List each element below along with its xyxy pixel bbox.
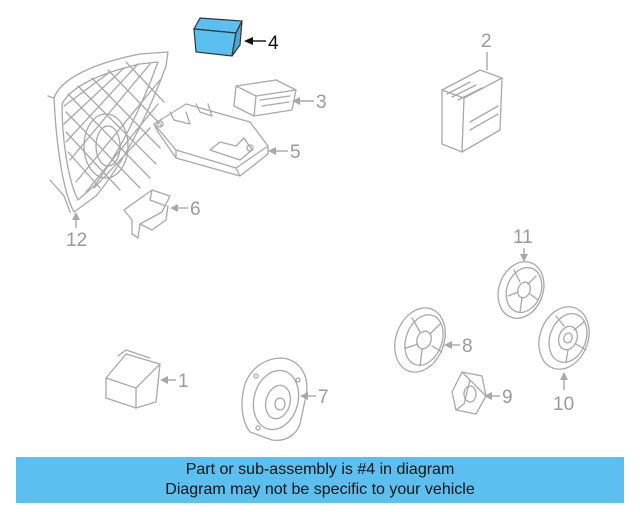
part-12-grille[interactable] (47, 51, 169, 213)
banner-line-2: Diagram may not be specific to your vehi… (165, 481, 475, 498)
part-1-box[interactable] (105, 349, 161, 409)
part-3-module[interactable] (233, 79, 297, 117)
callout-8-label[interactable]: 8 (462, 336, 473, 357)
callout-6-arrow (170, 204, 178, 212)
part-2-module[interactable] (441, 69, 503, 153)
callout-11-label[interactable]: 11 (513, 227, 533, 248)
banner-line-1: Part or sub-assembly is #4 in diagram (185, 461, 455, 478)
callout-3-label[interactable]: 3 (316, 92, 327, 113)
callout-1-arrow (160, 376, 168, 384)
callout-7-arrow (300, 392, 308, 400)
part-5-bracket[interactable] (153, 103, 269, 177)
callout-11-arrow (520, 254, 528, 262)
callout-4-label[interactable]: 4 (268, 33, 279, 54)
part-8-speaker[interactable] (386, 301, 454, 379)
callout-12-arrow (72, 212, 80, 220)
callout-1-label[interactable]: 1 (178, 371, 189, 392)
part-4-side-face (231, 20, 243, 57)
callout-5-arrow (268, 147, 276, 155)
callout-3-arrow (292, 97, 300, 105)
callout-2-label[interactable]: 2 (481, 31, 492, 52)
part-9-tweeter[interactable] (451, 371, 487, 415)
part-7-speaker[interactable] (241, 357, 308, 442)
callout-5-label[interactable]: 5 (290, 142, 301, 163)
callout-6-label[interactable]: 6 (190, 199, 201, 220)
callout-10-arrow (560, 372, 568, 380)
part-6-bracket[interactable] (123, 189, 171, 239)
callout-9-label[interactable]: 9 (502, 387, 513, 408)
callout-7-label[interactable]: 7 (318, 387, 329, 408)
part-11-speaker[interactable] (490, 255, 551, 325)
info-banner: Part or sub-assembly is #4 in diagram Di… (16, 457, 624, 503)
part-10-speaker[interactable] (531, 300, 598, 377)
part-4-cover[interactable] (193, 17, 243, 57)
callout-9-arrow (484, 392, 492, 400)
callout-10-label[interactable]: 10 (553, 394, 574, 415)
callout-8-arrow (444, 341, 452, 349)
callout-4-arrow (244, 37, 253, 45)
callout-12-label[interactable]: 12 (66, 230, 87, 251)
parts-diagram: 4 2 3 5 12 (47, 17, 598, 442)
part-4-front-face (193, 28, 237, 57)
